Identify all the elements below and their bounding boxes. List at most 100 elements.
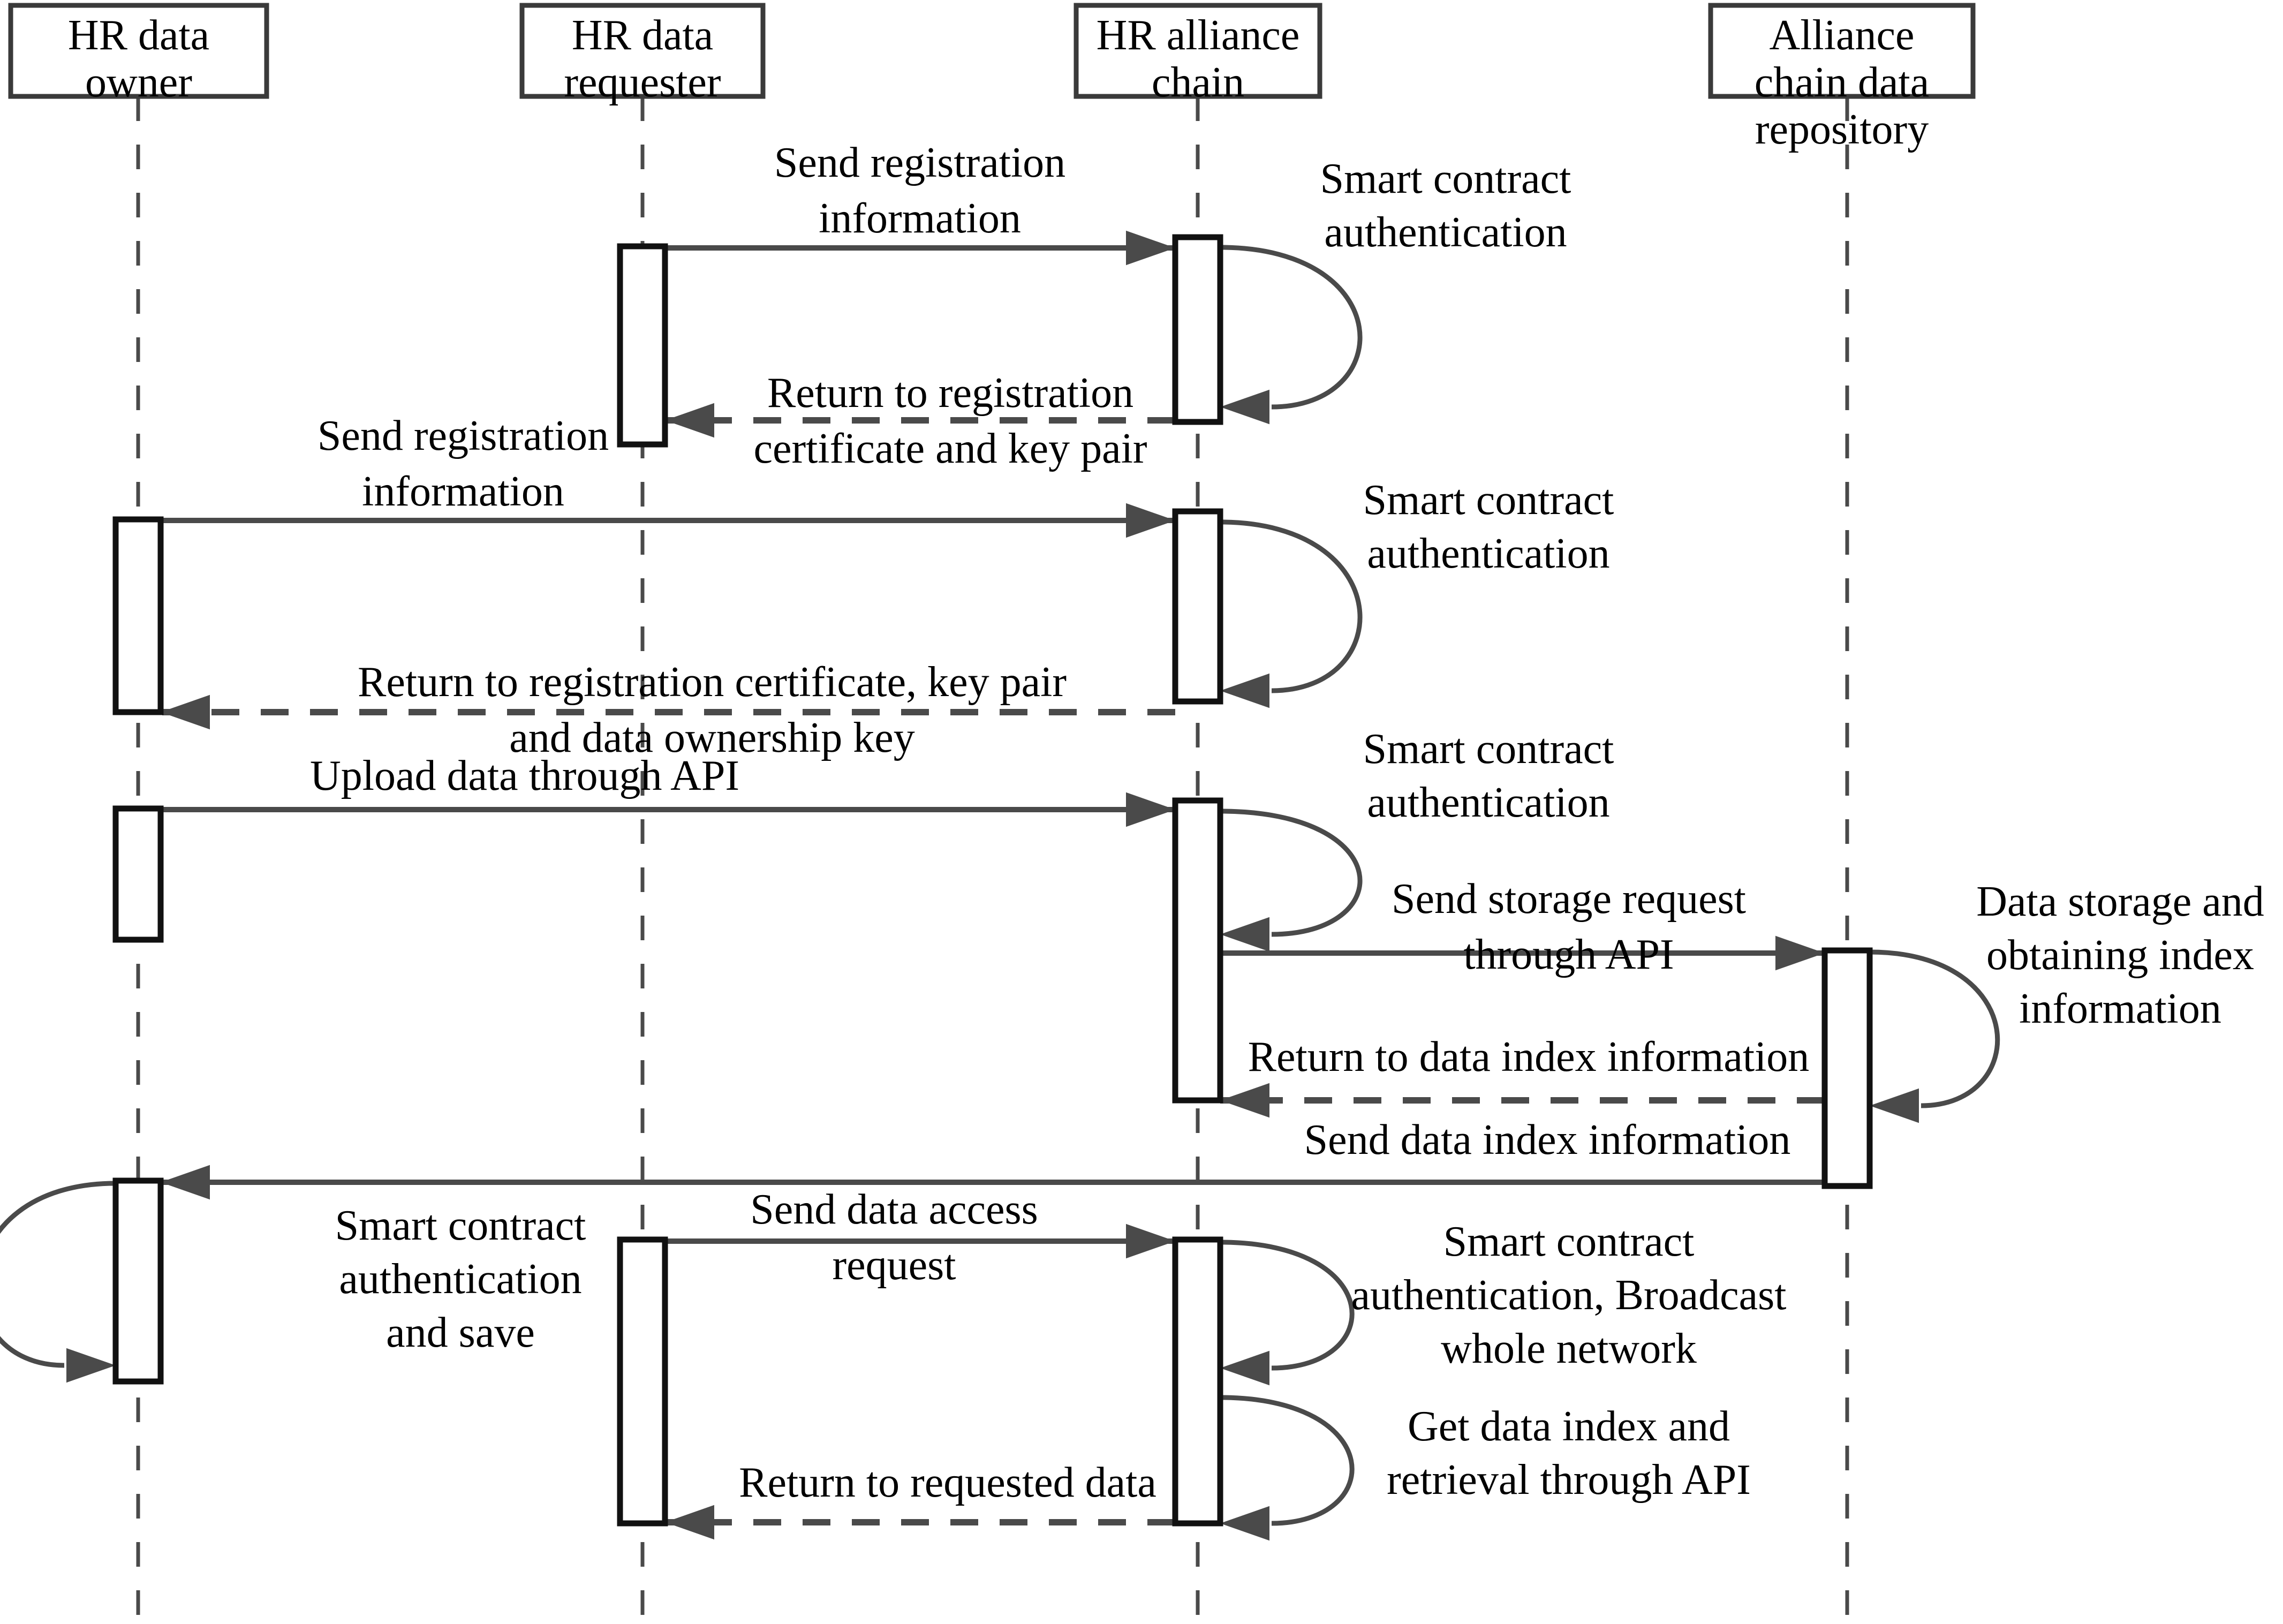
participant-box-rect-repository bbox=[1708, 3, 1976, 99]
message-send-data-index-information-label: Send data index information bbox=[1304, 1116, 1791, 1164]
message-return-registration-certificate-key-pair-ownership-label: Return to registration certificate, key … bbox=[358, 659, 1067, 761]
message-upload-data-through-api-arrowhead bbox=[1126, 792, 1175, 827]
message-return-registration-certificate-key-pair-label-line1: Return to registration bbox=[767, 369, 1133, 417]
message-smart-contract-authentication-and-save-arc bbox=[0, 1181, 116, 1368]
message-send-storage-request-through-api[interactable] bbox=[1220, 935, 1825, 971]
requester-activation-registration[interactable] bbox=[617, 243, 668, 448]
message-return-to-requested-data-label: Return to requested data bbox=[739, 1459, 1156, 1506]
message-data-storage-obtaining-index-information-arrowhead bbox=[1870, 1088, 1919, 1123]
message-data-storage-obtaining-index-information-label-line3: information bbox=[2019, 985, 2221, 1032]
message-send-registration-information-owner[interactable] bbox=[161, 503, 1175, 538]
message-return-to-data-index-information[interactable] bbox=[1220, 1083, 1825, 1118]
message-send-data-access-request[interactable] bbox=[665, 1223, 1175, 1259]
participant-box-rect-requester bbox=[519, 3, 766, 99]
message-send-registration-information-requester[interactable] bbox=[665, 230, 1175, 266]
message-return-to-requested-data-arrowhead bbox=[665, 1505, 714, 1540]
message-return-registration-certificate-key-pair-label-line2: certificate and key pair bbox=[753, 425, 1147, 472]
message-send-registration-information-owner-label-line2: information bbox=[362, 468, 564, 515]
message-data-storage-obtaining-index-information-label-line1: Data storage and bbox=[1976, 878, 2264, 925]
message-send-storage-request-through-api-label-line2: through API bbox=[1463, 931, 1674, 978]
message-return-registration-certificate-key-pair-ownership-label-line1: Return to registration certificate, key … bbox=[358, 659, 1067, 706]
owner-activation-upload[interactable] bbox=[112, 805, 164, 943]
message-smart-contract-authentication-2[interactable] bbox=[1220, 519, 1363, 708]
message-smart-contract-authentication-1[interactable] bbox=[1220, 245, 1363, 425]
chain-activation-upload[interactable] bbox=[1172, 797, 1223, 1104]
participant-box-rect-owner bbox=[8, 3, 269, 99]
participant-label-requester-line1: HR data bbox=[572, 12, 713, 59]
message-send-data-access-request-label-line2: request bbox=[832, 1242, 956, 1289]
message-send-data-index-information-label-line1: Send data index information bbox=[1304, 1116, 1791, 1164]
message-get-data-index-retrieval-through-api-arc bbox=[1220, 1395, 1355, 1526]
message-upload-data-through-api[interactable] bbox=[161, 792, 1175, 827]
message-send-data-access-request-label: Send data access request bbox=[750, 1186, 1038, 1289]
message-smart-contract-authentication-3-arrowhead bbox=[1220, 917, 1269, 952]
message-smart-contract-authentication-1-label-line1: Smart contract bbox=[1320, 155, 1571, 202]
message-get-data-index-retrieval-through-api-arrowhead bbox=[1220, 1506, 1269, 1541]
message-smart-contract-authentication-broadcast-arc bbox=[1220, 1240, 1355, 1371]
message-return-to-data-index-information-label-line1: Return to data index information bbox=[1248, 1033, 1810, 1081]
message-return-registration-certificate-key-pair[interactable] bbox=[665, 403, 1175, 438]
chain-activation-owner-reg[interactable] bbox=[1172, 508, 1223, 705]
message-return-registration-certificate-key-pair-ownership-label-line2: and data ownership key bbox=[509, 714, 915, 761]
message-data-storage-obtaining-index-information-label-line2: obtaining index bbox=[1986, 932, 2254, 979]
message-smart-contract-authentication-2-label-line1: Smart contract bbox=[1363, 477, 1614, 524]
message-smart-contract-authentication-2-arrowhead bbox=[1220, 673, 1269, 708]
owner-activation-index[interactable] bbox=[112, 1177, 164, 1385]
message-upload-data-through-api-label: Upload data through API bbox=[310, 752, 739, 799]
message-return-to-requested-data-label-line1: Return to requested data bbox=[739, 1459, 1156, 1506]
message-return-to-requested-data[interactable] bbox=[665, 1505, 1175, 1540]
message-get-data-index-retrieval-through-api-label-line1: Get data index and bbox=[1408, 1403, 1730, 1450]
message-smart-contract-authentication-and-save[interactable] bbox=[0, 1181, 116, 1383]
message-smart-contract-authentication-broadcast-arrowhead bbox=[1220, 1350, 1269, 1386]
participant-label-owner-line2: owner bbox=[85, 59, 192, 106]
message-data-storage-obtaining-index-information-arc bbox=[1869, 949, 2000, 1108]
owner-activation-registration[interactable] bbox=[112, 516, 164, 715]
message-smart-contract-authentication-1-label: Smart contract authentication bbox=[1320, 155, 1571, 256]
message-return-registration-certificate-key-pair-arrowhead bbox=[665, 403, 714, 438]
message-send-registration-information-requester-label-line2: information bbox=[819, 195, 1021, 242]
participant-label-repository-line2: chain data bbox=[1755, 59, 1929, 106]
message-smart-contract-authentication-broadcast-label-line2: authentication, Broadcast bbox=[1351, 1272, 1786, 1319]
activations-layer bbox=[112, 234, 1873, 1527]
requester-activation-access[interactable] bbox=[617, 1236, 668, 1527]
message-upload-data-through-api-label-line1: Upload data through API bbox=[310, 752, 739, 799]
participant-label-owner-line1: HR data bbox=[68, 12, 209, 59]
message-send-registration-information-owner-arrowhead bbox=[1126, 503, 1175, 538]
message-send-storage-request-through-api-label: Send storage request through API bbox=[1392, 875, 1746, 978]
message-smart-contract-authentication-3-label-line2: authentication bbox=[1367, 779, 1609, 826]
message-smart-contract-authentication-1-arc bbox=[1220, 245, 1363, 410]
message-smart-contract-authentication-broadcast[interactable] bbox=[1220, 1240, 1355, 1386]
message-return-to-data-index-information-label: Return to data index information bbox=[1248, 1033, 1810, 1081]
message-smart-contract-authentication-3[interactable] bbox=[1220, 809, 1363, 952]
message-send-data-index-information[interactable] bbox=[161, 1165, 1825, 1200]
message-smart-contract-authentication-and-save-label-line1: Smart contract bbox=[335, 1202, 586, 1249]
message-data-storage-obtaining-index-information[interactable] bbox=[1869, 949, 2000, 1123]
message-smart-contract-authentication-2-label-line2: authentication bbox=[1367, 530, 1609, 577]
chain-activation-requester-reg[interactable] bbox=[1172, 234, 1223, 425]
chain-activation-access[interactable] bbox=[1172, 1236, 1223, 1527]
message-smart-contract-authentication-1-label-line2: authentication bbox=[1324, 209, 1567, 256]
repository-activation-storage[interactable] bbox=[1821, 947, 1873, 1189]
message-data-storage-obtaining-index-information-label: Data storage and obtaining index informati… bbox=[1976, 878, 2264, 1032]
message-smart-contract-authentication-and-save-label-line2: authentication bbox=[339, 1256, 581, 1303]
message-get-data-index-retrieval-through-api-label-line2: retrieval through API bbox=[1387, 1456, 1751, 1504]
message-get-data-index-retrieval-through-api[interactable] bbox=[1220, 1395, 1355, 1541]
message-return-to-data-index-information-arrowhead bbox=[1220, 1083, 1269, 1118]
message-send-storage-request-through-api-label-line1: Send storage request bbox=[1392, 875, 1746, 923]
message-return-registration-certificate-key-pair-ownership[interactable] bbox=[161, 694, 1175, 730]
participant-label-chain-line1: HR alliance bbox=[1097, 12, 1300, 59]
participant-label-repository-line3: repository bbox=[1755, 106, 1929, 153]
message-smart-contract-authentication-2-arc bbox=[1220, 519, 1363, 693]
message-send-storage-request-through-api-arrowhead bbox=[1775, 935, 1825, 971]
messages-layer bbox=[0, 230, 2000, 1541]
message-send-data-access-request-label-line1: Send data access bbox=[750, 1186, 1038, 1233]
